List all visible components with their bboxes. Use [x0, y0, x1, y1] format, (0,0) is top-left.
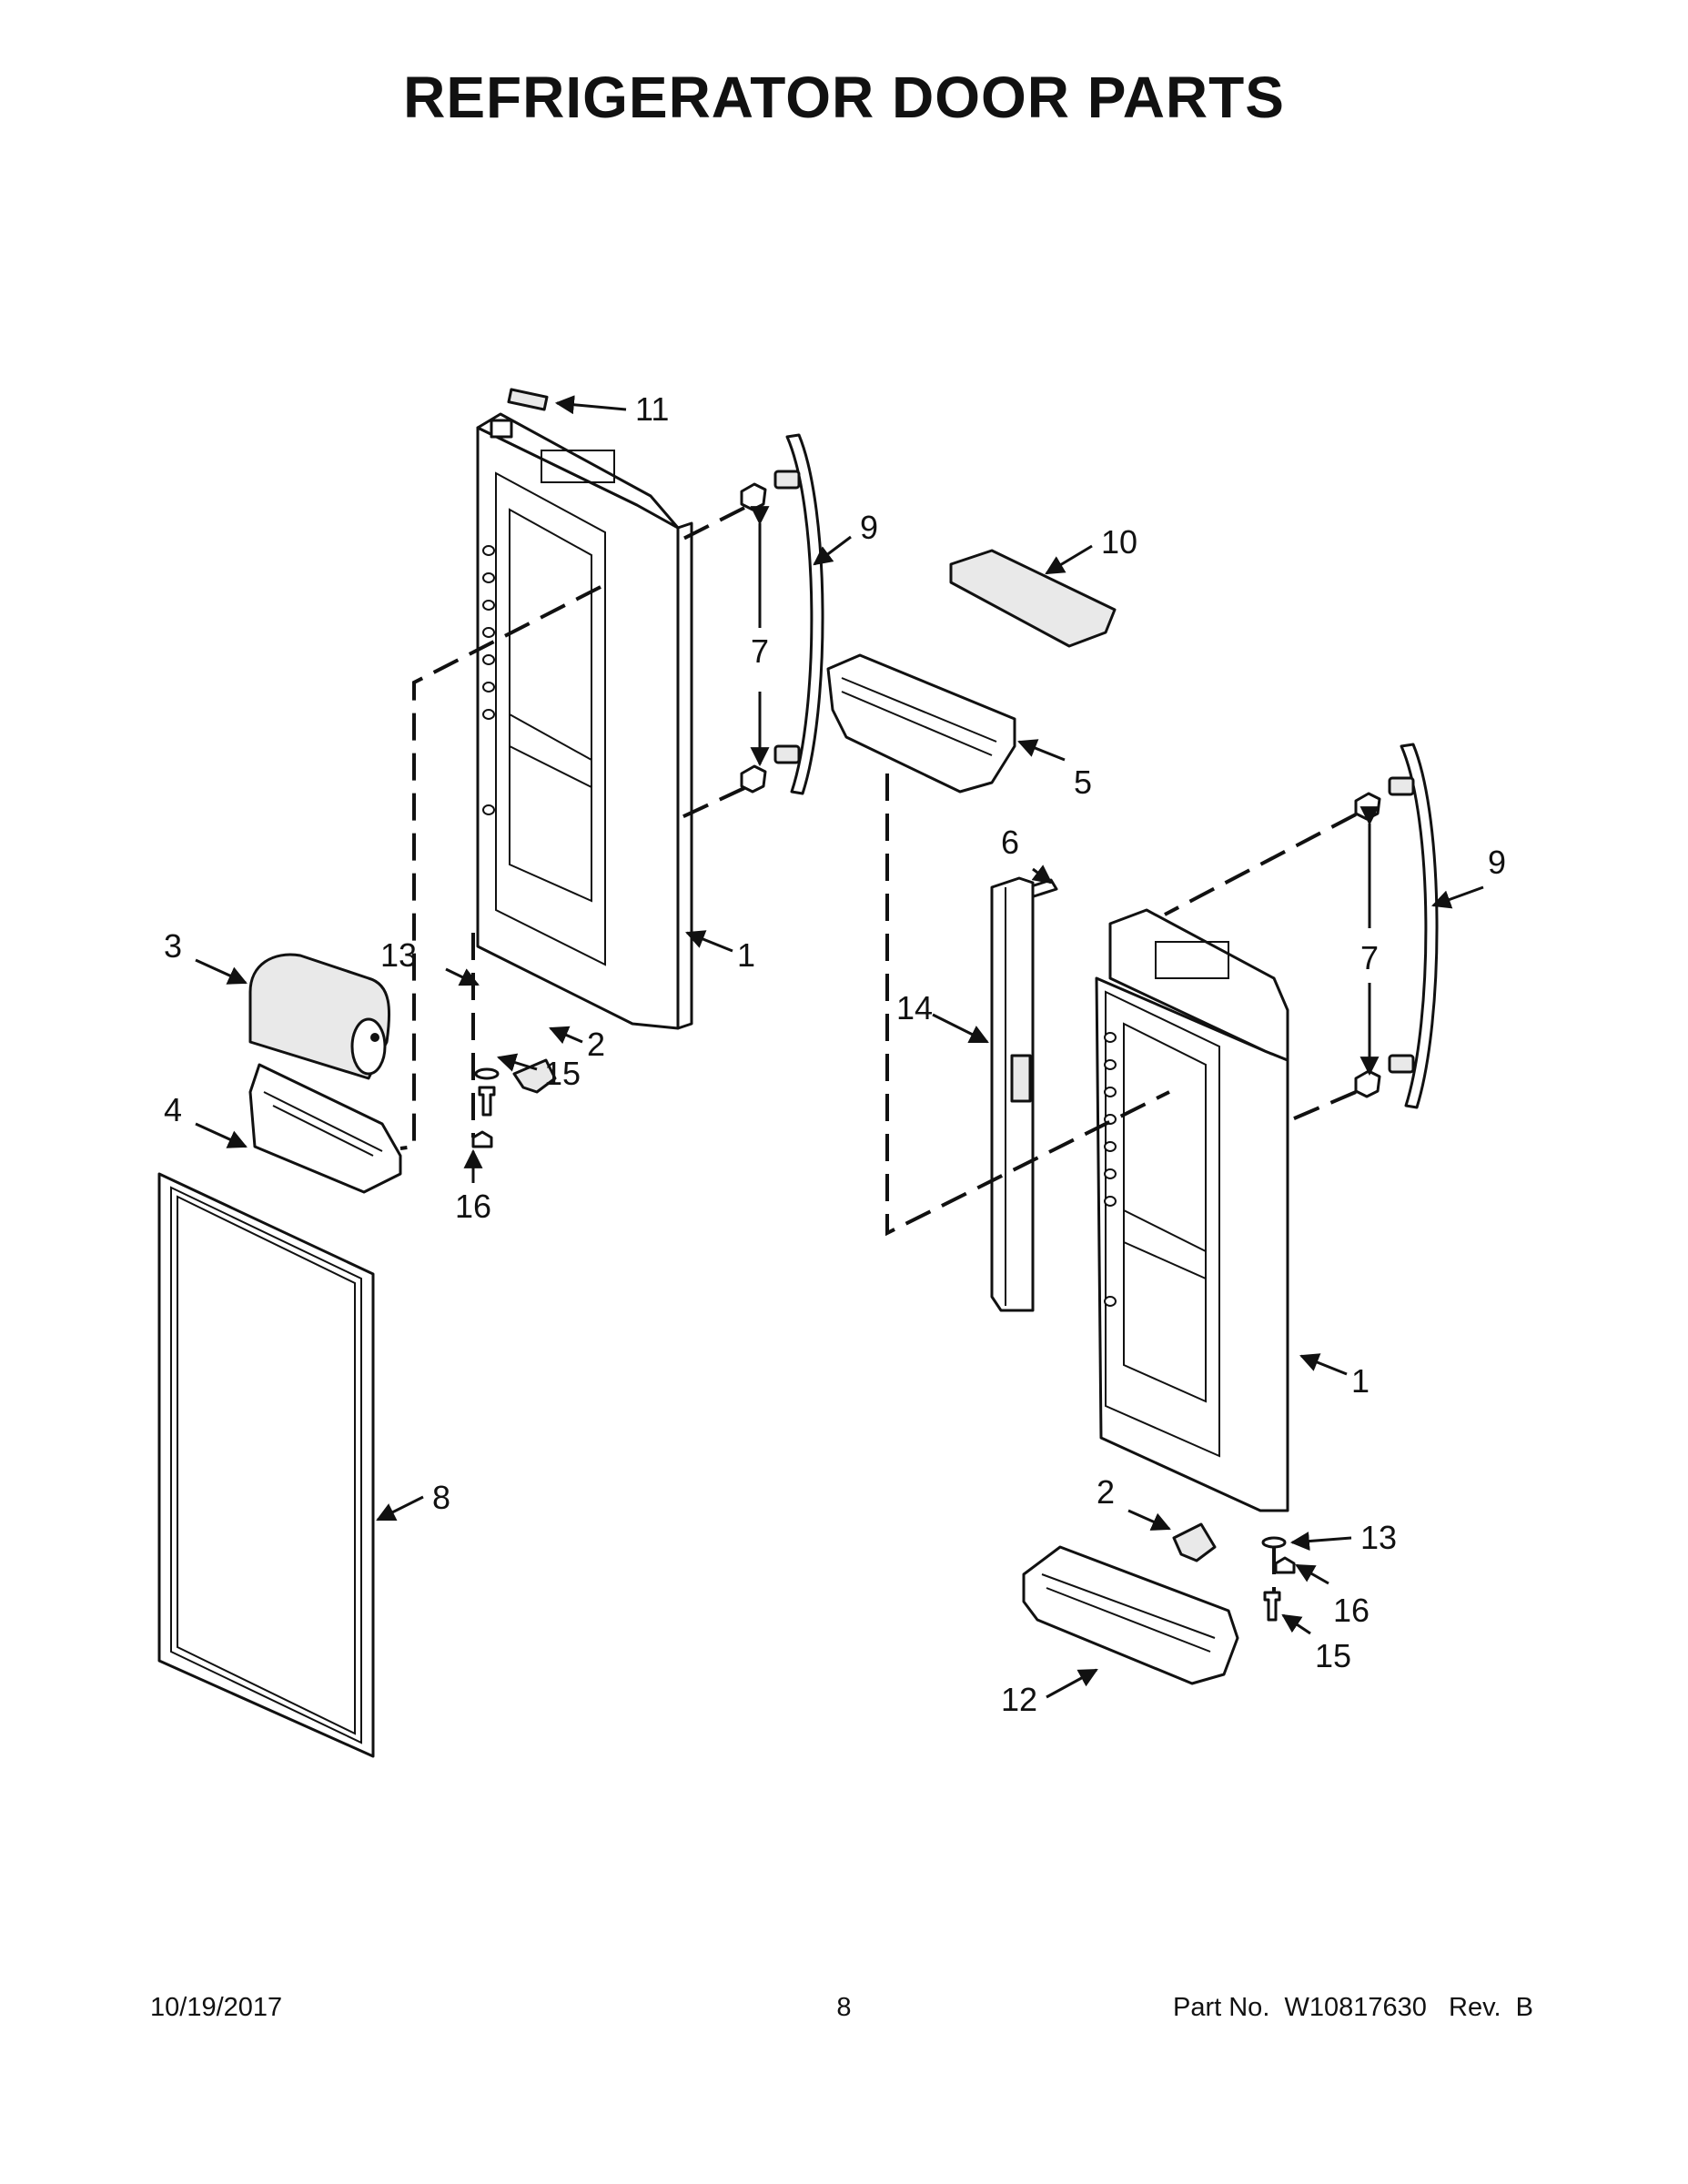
callout-7-left: 7: [751, 632, 769, 670]
callout-2-right: 2: [1097, 1473, 1115, 1511]
callout-9-left: 9: [860, 509, 878, 546]
callout-13-right: 13: [1360, 1519, 1397, 1556]
footer-page-number: 8: [836, 1993, 852, 2022]
callout-15-left: 15: [544, 1055, 581, 1092]
callout-11: 11: [635, 390, 669, 428]
callout-10: 10: [1101, 523, 1137, 561]
footer-part-number: Part No. W10817630 Rev. B: [1173, 1993, 1533, 2022]
assembly-dashed-lines: [399, 506, 1357, 1592]
callout-3: 3: [164, 927, 182, 965]
right-bolt-15: [1263, 1591, 1281, 1622]
right-handle-plug-top: [1354, 792, 1381, 821]
right-door-liner: [1095, 908, 1289, 1512]
top-cap-11: [507, 388, 549, 411]
right-clip-2: [1172, 1522, 1217, 1562]
strip-14: [990, 876, 1035, 1312]
right-handle: [1400, 743, 1439, 1109]
callout-1-left: 1: [737, 936, 755, 974]
bin-4: [248, 1063, 402, 1194]
callout-7-right: 7: [1360, 939, 1379, 976]
callout-2-left: 2: [587, 1026, 605, 1063]
footer-date: 10/19/2017: [150, 1993, 283, 2022]
left-washer-13: [474, 1067, 500, 1080]
callout-8: 8: [432, 1479, 450, 1516]
left-handle: [785, 433, 824, 795]
left-handle-plug-bottom: [740, 764, 767, 794]
callout-9-right: 9: [1488, 844, 1506, 881]
left-bushing-16: [471, 1130, 493, 1148]
page-title: REFRIGERATOR DOOR PARTS: [403, 65, 1285, 130]
gasket-8: [157, 1172, 375, 1758]
callout-1-right: 1: [1351, 1362, 1370, 1400]
left-bolt-15: [478, 1086, 496, 1117]
right-handle-plug-bottom: [1354, 1069, 1381, 1098]
left-handle-plug-top: [740, 482, 767, 511]
callout-4: 4: [164, 1091, 182, 1128]
cover-3: [248, 953, 391, 1080]
callout-16-right: 16: [1333, 1592, 1370, 1629]
callout-12: 12: [1001, 1681, 1037, 1718]
right-bushing-16: [1274, 1556, 1296, 1574]
callout-labels: 11 9 10 7 5 6 9 1 3 13 14 7 2 4 15 16 1 …: [164, 390, 1506, 1718]
callout-leaders: [195, 395, 1484, 1699]
left-clip-2: [512, 1058, 557, 1094]
callout-16-left: 16: [455, 1188, 491, 1225]
callout-15-right: 15: [1315, 1637, 1351, 1674]
callout-13-left: 13: [380, 936, 417, 974]
callout-5: 5: [1074, 763, 1092, 801]
callout-14: 14: [896, 989, 933, 1026]
bin-12: [1022, 1545, 1239, 1685]
left-door-liner: [476, 412, 693, 1030]
callout-6: 6: [1001, 824, 1019, 861]
bin-5: [826, 653, 1016, 794]
right-washer-13: [1261, 1536, 1287, 1549]
lid-10: [949, 549, 1117, 648]
